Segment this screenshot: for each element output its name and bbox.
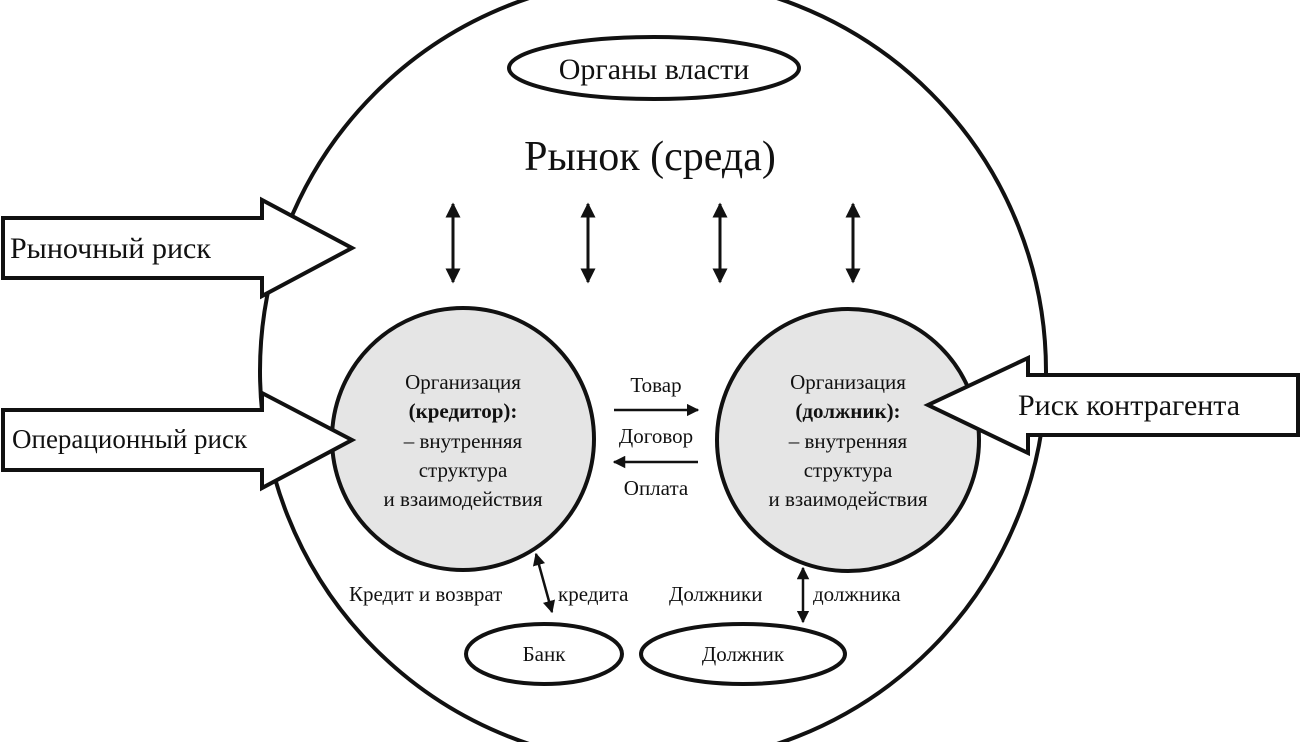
payment-label: Оплата bbox=[624, 476, 689, 500]
goods-label: Товар bbox=[630, 373, 681, 397]
debtor-line-2: (должник): bbox=[795, 399, 900, 423]
debtor-line-4: структура bbox=[804, 458, 893, 482]
bank-ellipse bbox=[464, 622, 624, 686]
counterparty-risk-label: Риск контрагента bbox=[1018, 389, 1240, 422]
debtor-label: Должник bbox=[702, 642, 785, 666]
debtor-line-5: и взаимодействия bbox=[769, 487, 928, 511]
debtor-line-1: Организация bbox=[790, 370, 906, 394]
debtors-link-right-label: должника bbox=[813, 582, 901, 606]
creditor-line-3: – внутренняя bbox=[403, 429, 523, 453]
debtor-ellipse bbox=[639, 622, 847, 686]
authorities-ellipse bbox=[507, 35, 801, 101]
creditor-line-1: Организация bbox=[405, 370, 521, 394]
creditor-line-2: (кредитор): bbox=[409, 399, 518, 423]
bank-credit-arrow bbox=[532, 552, 556, 614]
market-risk-arrow bbox=[1, 196, 357, 300]
bank-link-left-label: Кредит и возврат bbox=[349, 582, 502, 606]
debtor-line-3: – внутренняя bbox=[788, 429, 908, 453]
counterparty-risk-arrow bbox=[923, 354, 1300, 457]
debtor-text: Организация (должник): – внутренняя стру… bbox=[769, 370, 928, 511]
debtor-organization-circle bbox=[715, 307, 981, 573]
operational-risk-arrow bbox=[1, 389, 357, 492]
bank-link-right-label: кредита bbox=[558, 582, 629, 606]
creditor-line-5: и взаимодействия bbox=[384, 487, 543, 511]
bank-label: Банк bbox=[523, 642, 567, 666]
creditor-line-4: структура bbox=[419, 458, 508, 482]
debtors-link-left-label: Должники bbox=[669, 582, 762, 606]
market-title: Рынок (среда) bbox=[524, 134, 776, 180]
market-risk-label: Рыночный риск bbox=[10, 232, 211, 265]
authorities-label: Органы власти bbox=[559, 53, 750, 86]
operational-risk-label: Операционный риск bbox=[12, 424, 248, 454]
creditor-text: Организация (кредитор): – внутренняя стр… bbox=[384, 370, 543, 511]
contract-label: Договор bbox=[619, 424, 693, 448]
